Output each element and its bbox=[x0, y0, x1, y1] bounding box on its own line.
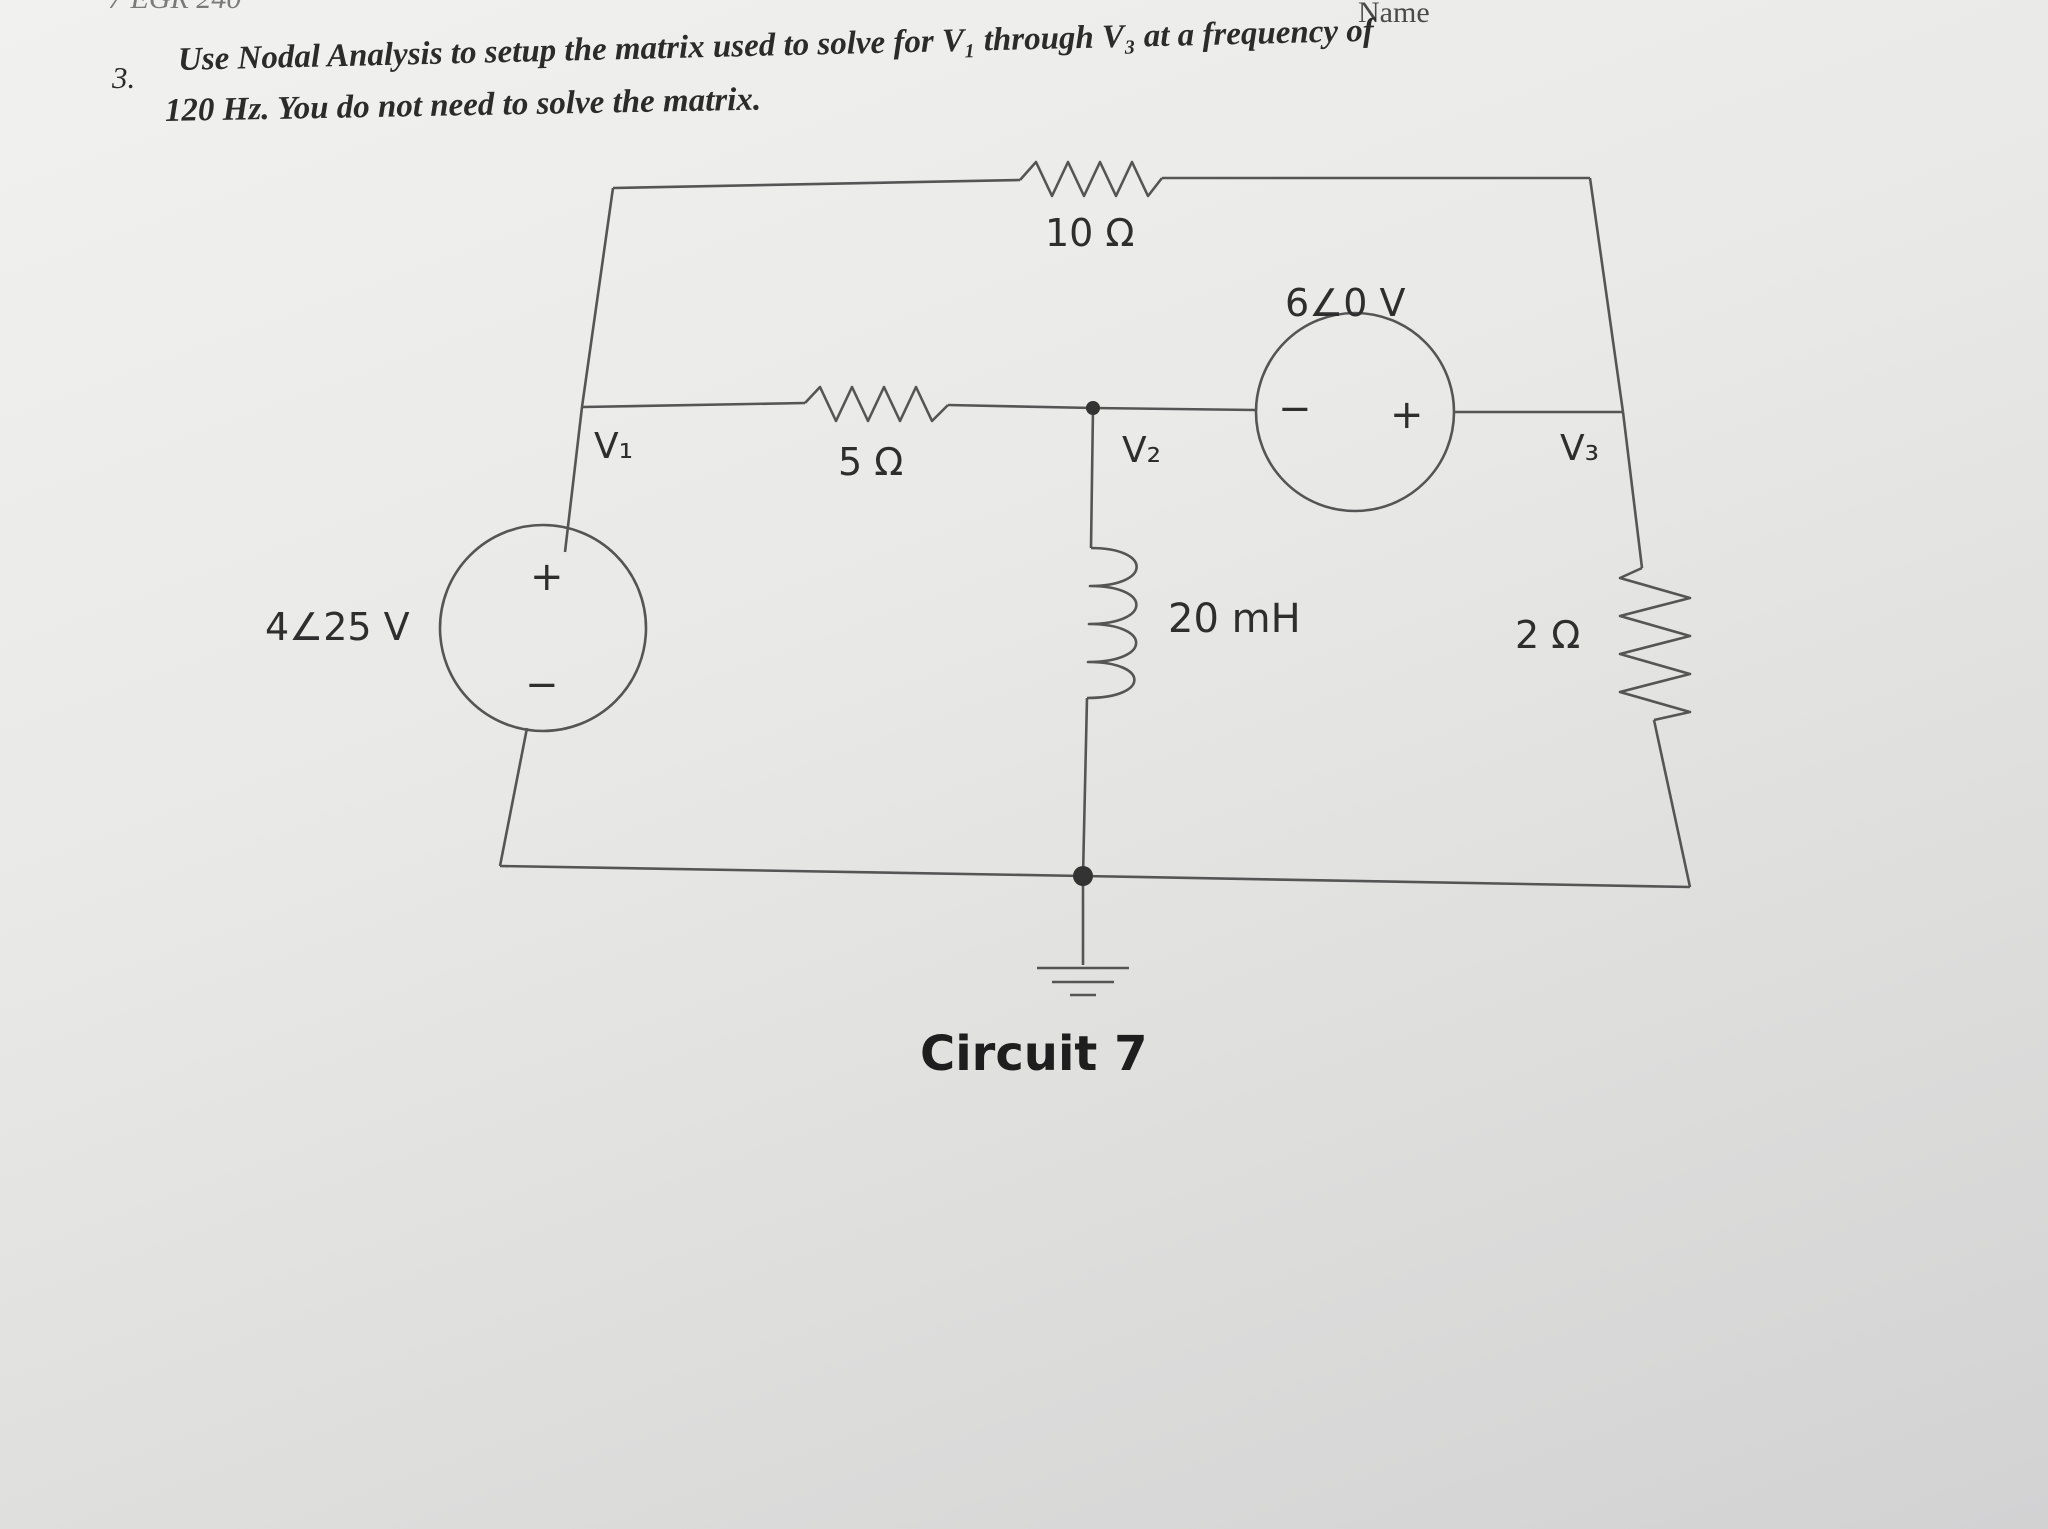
node-dot-ground bbox=[1073, 866, 1093, 886]
circuit-title: Circuit 7 bbox=[920, 1026, 1147, 1082]
ground-symbol bbox=[1037, 966, 1129, 997]
label-2-ohm: 2 Ω bbox=[1515, 613, 1580, 657]
question-number: 3. bbox=[112, 60, 136, 95]
inductor-20mh bbox=[1086, 546, 1138, 700]
label-20mh: 20 mH bbox=[1168, 596, 1301, 642]
resistor-5-ohm bbox=[804, 385, 949, 423]
resistor-2-ohm bbox=[1618, 566, 1692, 722]
label-5-ohm: 5 Ω bbox=[838, 440, 903, 484]
wire-left-source-to-bottom bbox=[498, 727, 529, 867]
wire-inductor-to-ground bbox=[1081, 697, 1089, 877]
label-4v-source: 4∠25 V bbox=[265, 605, 410, 649]
label-node-v3: V₃ bbox=[1560, 428, 1599, 469]
wire-5ohm-to-v2 bbox=[947, 403, 1094, 410]
name-label: Name bbox=[1358, 0, 1430, 29]
source-4v-minus: − bbox=[525, 662, 559, 708]
wire-v2-to-inductor bbox=[1089, 407, 1095, 549]
wire-v2-to-source bbox=[1092, 406, 1257, 412]
source-6v-plus: + bbox=[1390, 392, 1424, 438]
label-10-ohm: 10 Ω bbox=[1045, 211, 1134, 255]
wire-bottom bbox=[499, 864, 1691, 889]
source-4v-plus: + bbox=[530, 554, 564, 600]
resistor-10-ohm bbox=[1019, 160, 1164, 198]
voltage-source-4v bbox=[438, 523, 648, 733]
wire-top bbox=[612, 178, 1021, 190]
header-fragment: 7 EGR 240 bbox=[108, 0, 241, 16]
wire-2ohm-to-bottom bbox=[1652, 719, 1692, 888]
label-node-v1: V₁ bbox=[594, 426, 633, 467]
wire-v3-to-2ohm bbox=[1621, 411, 1644, 569]
wire-v1-to-5ohm bbox=[581, 401, 806, 409]
wire-left-upper bbox=[580, 187, 615, 408]
wire-right-upper bbox=[1588, 177, 1625, 413]
label-6v-source: 6∠0 V bbox=[1285, 281, 1406, 325]
source-6v-minus: − bbox=[1278, 386, 1312, 432]
node-dot-v2 bbox=[1086, 401, 1100, 415]
label-node-v2: V₂ bbox=[1122, 430, 1161, 471]
